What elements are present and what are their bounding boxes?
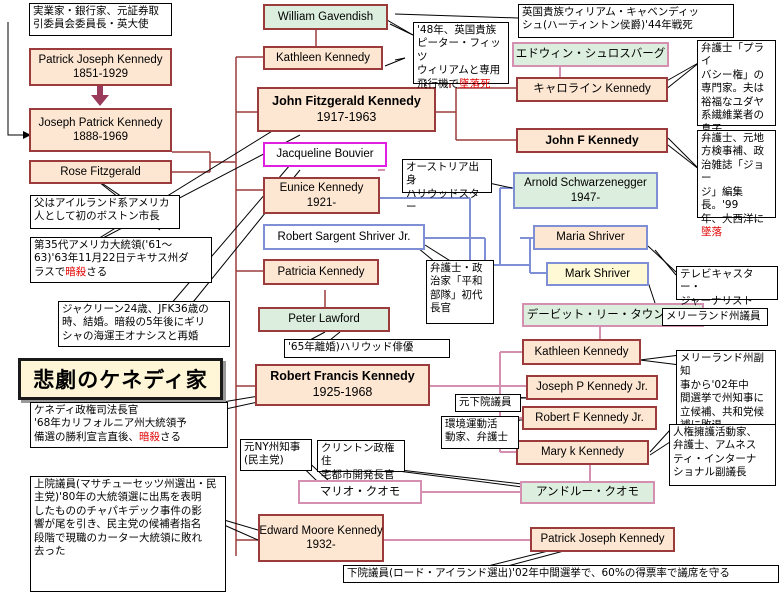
blue-lines xyxy=(380,187,546,274)
person-joseph-patrick: Joseph Patrick Kennedy 1888-1969 xyxy=(29,108,172,152)
note-mark: メリーランド州議員 xyxy=(662,308,768,326)
note-rfk: ケネディ政権司法長官 '68年カリフォルニア州大統領予 備選の勝利宣言直後、暗殺… xyxy=(30,402,228,448)
note-edward: 上院議員(マサチューセッツ州選出・民 主党)'80年の大統領選に出馬を表明 した… xyxy=(30,476,226,592)
person-name: Eunice Kennedy xyxy=(279,182,364,195)
note-kathleen: '48年、英国貴族 ピーター・フィッツ ウィリアムと専用 飛行機で墜落死 xyxy=(413,22,509,90)
person-name: Rose Fitzgerald xyxy=(60,165,141,178)
person-kathleen: Kathleen Kennedy xyxy=(263,46,383,70)
person-maria: Maria Shriver xyxy=(533,225,648,250)
person-peter: Peter Lawford xyxy=(258,307,390,332)
person-years: 1925-1968 xyxy=(312,385,373,399)
person-name: Mark Shriver xyxy=(564,267,631,280)
person-name: John Fitzgerald Kennedy xyxy=(272,93,421,108)
person-william: William Gavendish xyxy=(263,4,388,30)
note-patrick-sr: 実業家・銀行家、元証券取 引委員会委員長・英大使 xyxy=(29,3,172,36)
person-patricia: Patricia Kennedy xyxy=(263,259,379,285)
person-name: Jacqueline Bouvier xyxy=(276,148,374,161)
person-name: Mary k Kennedy xyxy=(540,446,625,459)
person-schlossberg: エドウィン・シュロスバーグ xyxy=(512,42,669,67)
person-name: Robert F Kennedy Jr. xyxy=(535,411,644,424)
person-name: キャロライン Kennedy xyxy=(533,83,651,96)
person-years: 1932- xyxy=(306,539,336,551)
person-years: 1947- xyxy=(570,191,601,204)
person-name: John F Kennedy xyxy=(545,133,639,147)
person-name: エドウィン・シュロスバーグ xyxy=(515,48,666,61)
person-name: マリオ・クオモ xyxy=(319,485,401,498)
person-years: 1921- xyxy=(306,196,337,209)
note-sargent: 弁護士・政 治家「平和 部隊」初代 長官 xyxy=(426,260,494,324)
person-jfk-jr: John F Kennedy xyxy=(516,128,668,153)
person-edward: Edward Moore Kennedy 1932- xyxy=(258,514,384,562)
note-william: 英国貴族ウィリアム・キャベンディッ シュ(ハーティントン侯爵)'44年戦死 xyxy=(518,4,734,38)
note-jfk-jr: 弁護士、元地 方検事補、政 治雑誌「ジョー ジ」編集長。'99 年、大西洋に墜落 xyxy=(697,130,776,238)
note-peter: '65年離婚)ハリウッド俳優 xyxy=(284,339,450,358)
note-jfk: 第35代アメリカ大統領('61～ 63)'63年11月22日テキサス州ダ ラスで… xyxy=(30,237,212,283)
note-jacqueline: ジャクリーン24歳、JFK36歳の 時、結婚。暗殺の5年後にギリ シャの海運王オ… xyxy=(58,301,230,347)
note-mary: 人権擁護活動家、 弁護士、アムネス ティ・インターナ ショナル副議長 xyxy=(669,424,776,486)
person-name: アンドルー・クオモ xyxy=(535,486,640,499)
person-sargent: Robert Sargent Shriver Jr. xyxy=(263,224,425,250)
person-name: Patrick Joseph Kennedy xyxy=(38,53,163,66)
note-kathleen2: メリーランド州副知 事から'02年中 間選挙で州知事に 立候補、共和党候 補に敗… xyxy=(676,350,776,431)
note-maria: テレビキャスター・ ジャーナリスト xyxy=(676,266,778,307)
note-mario: 元NY州知事 (民主党) xyxy=(240,439,312,471)
diagram-title: 悲劇のケネディ家 xyxy=(18,358,223,400)
note-joseph-jr: 元下院議員 xyxy=(455,394,521,412)
person-name: Patrick Joseph Kennedy xyxy=(540,533,665,546)
person-arnold: Arnold Schwarzenegger 1947- xyxy=(513,172,658,209)
person-name: Joseph Patrick Kennedy xyxy=(38,116,163,129)
note-andrew: クリントン政権住 宅都市開発長官 xyxy=(317,440,405,481)
person-name: Patricia Kennedy xyxy=(277,265,365,278)
person-jfk: John Fitzgerald Kennedy 1917-1963 xyxy=(257,87,436,132)
note-robert-jr: 環境運動活 動家、弁護士 xyxy=(441,416,519,449)
person-name: William Gavendish xyxy=(277,10,374,23)
person-rfk: Robert Francis Kennedy 1925-1968 xyxy=(255,364,430,406)
person-years: 1888-1969 xyxy=(73,131,128,143)
person-name: Peter Lawford xyxy=(288,313,360,326)
person-name: Arnold Schwarzenegger xyxy=(524,177,647,190)
person-name: Edward Moore Kennedy xyxy=(259,524,383,537)
person-mario: マリオ・クオモ xyxy=(298,480,422,504)
lineage-arrow xyxy=(91,85,109,106)
person-patrick-joseph-sr: Patrick Joseph Kennedy 1851-1929 xyxy=(29,48,172,86)
person-patrick-joseph-jr: Patrick Joseph Kennedy xyxy=(530,527,675,552)
note-arnold: オーストリア出身 ハリウッドスター xyxy=(402,159,492,213)
person-jacqueline: Jacqueline Bouvier xyxy=(263,142,387,167)
person-joseph-p-jr: Joseph P Kennedy Jr. xyxy=(526,375,658,400)
person-mark: Mark Shriver xyxy=(546,262,649,286)
person-rose: Rose Fitzgerald xyxy=(29,160,172,184)
person-name: Robert Francis Kennedy xyxy=(270,369,415,384)
person-name: Kathleen Kennedy xyxy=(276,51,370,64)
person-years: 1917-1963 xyxy=(316,109,377,124)
person-robert-f-jr: Robert F Kennedy Jr. xyxy=(522,406,657,430)
person-name: Kathleen Kennedy xyxy=(534,345,629,358)
person-name: Maria Shriver xyxy=(556,231,625,244)
person-name: Robert Sargent Shriver Jr. xyxy=(277,230,411,243)
note-patrick-jr: 下院議員(ロード・アイランド選出)'02年中間選挙で、60%の得票率で議席を守る xyxy=(343,565,779,583)
person-name: デービット・リー・タウンゼント xyxy=(526,308,700,321)
person-kathleen2: Kathleen Kennedy xyxy=(522,339,641,365)
note-rose: 父はアイルランド系アメリカ 人として初のボストン市長 xyxy=(30,195,180,229)
person-years: 1851-1929 xyxy=(73,68,128,80)
person-eunice: Eunice Kennedy 1921- xyxy=(263,177,380,214)
note-schlossberg: 弁護士「プライ バシー権」の 専門家。夫は 裕福なユダヤ 系繊維業者の 息子 xyxy=(697,40,776,135)
person-mary-k: Mary k Kennedy xyxy=(516,440,649,465)
person-andrew: アンドルー・クオモ xyxy=(520,481,655,504)
person-name: Joseph P Kennedy Jr. xyxy=(536,381,648,394)
person-caroline: キャロライン Kennedy xyxy=(516,77,668,102)
